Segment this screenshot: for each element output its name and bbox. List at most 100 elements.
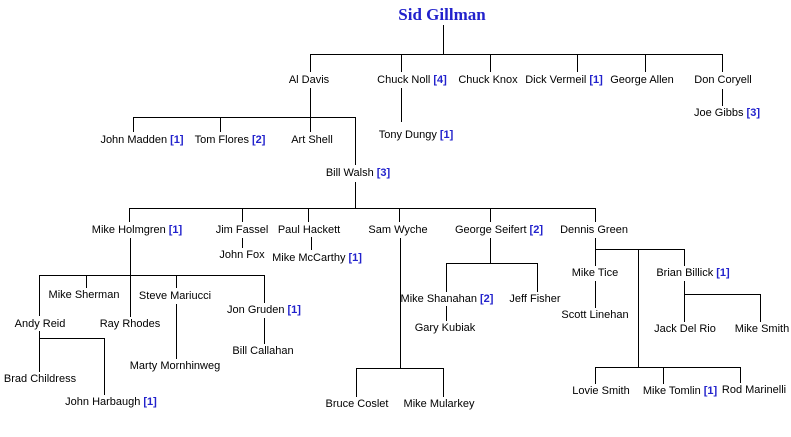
connector-line [39,275,40,316]
connector-line [176,275,177,288]
node-mike-mularkey: Mike Mularkey [404,397,475,411]
node-john-harbaugh: John Harbaugh[1] [65,395,157,409]
coach-name: Dick Vermeil [525,74,587,86]
connector-line [39,338,40,372]
connector-line [264,318,265,344]
node-steve-mariucci: Steve Mariucci [139,289,211,303]
bracket-number: [4] [433,74,447,86]
node-bruce-coslet: Bruce Coslet [326,397,389,411]
connector-line [129,208,130,222]
coach-name: John Harbaugh [65,396,141,408]
connector-line [356,368,443,369]
connector-line [355,182,356,208]
node-andy-reid: Andy Reid [15,317,66,331]
coach-name: Marty Mornhinweg [129,360,221,372]
connector-line [595,238,596,249]
connector-line [242,238,243,248]
node-mike-smith: Mike Smith [735,322,789,336]
connector-line [684,249,685,266]
connector-line [310,117,311,132]
node-john-madden: John Madden[1] [100,133,183,147]
bracket-number: [1] [170,134,184,146]
connector-line [264,275,265,303]
node-gary-kubiak: Gary Kubiak [415,321,476,335]
coach-name: Paul Hackett [277,224,341,236]
bracket-number: [1] [589,74,603,86]
coach-name: Art Shell [291,134,333,146]
connector-line [399,208,400,222]
coach-name: Andy Reid [14,318,66,330]
connector-line [595,281,596,308]
node-tom-flores: Tom Flores[2] [195,133,266,147]
coach-name: Mike Tice [571,267,619,279]
connector-line [722,54,723,72]
connector-line [220,117,221,132]
coach-name: Don Coryell [694,74,752,86]
connector-line [595,367,596,384]
coach-name: John Fox [219,249,265,261]
connector-line [86,275,87,288]
coach-name: Mike Holmgren [91,224,166,236]
node-al-davis: Al Davis [289,73,329,87]
connector-line [133,117,134,132]
coach-name: Tom Flores [194,134,249,146]
connector-line [490,208,491,222]
coach-name: Mike Smith [734,323,790,335]
bracket-number: [3] [376,167,391,179]
node-art-shell: Art Shell [291,133,333,147]
coach-name: Mike McCarthy [272,252,346,264]
connector-line [355,117,356,165]
node-george-allen: George Allen [610,73,674,87]
node-jon-gruden: Jon Gruden[1] [227,303,301,317]
connector-line [39,331,40,338]
connector-line [446,263,447,292]
connector-line [310,54,722,55]
connector-line [595,249,596,266]
coach-name: Sam Wyche [368,224,428,236]
coach-name: Jim Fassel [215,224,269,236]
bracket-number: [1] [439,129,454,141]
bracket-number: [1] [143,396,157,408]
coach-name: George Seifert [455,224,527,236]
coach-name: Bill Walsh [325,167,374,179]
bracket-number: [2] [529,224,543,236]
coach-name: Jeff Fisher [509,293,561,305]
node-mike-shanahan: Mike Shanahan[2] [401,292,494,306]
node-mike-holmgren: Mike Holmgren[1] [92,223,182,237]
coach-name: George Allen [610,74,674,86]
connector-line [577,54,578,72]
connector-line [645,54,646,72]
node-tony-dungy: Tony Dungy[1] [379,128,454,142]
node-mike-mccarthy: Mike McCarthy[1] [272,251,362,265]
coach-name: Dennis Green [560,224,628,236]
connector-line [722,89,723,106]
coach-name: Joe Gibbs [694,107,744,119]
connector-line [133,117,355,118]
node-rod-marinelli: Rod Marinelli [722,383,786,397]
bracket-number: [3] [746,107,760,119]
coach-name: Ray Rhodes [99,318,161,330]
node-chuck-knox: Chuck Knox [458,73,517,87]
coach-name: Mike Sherman [48,289,120,301]
connector-line [663,367,664,384]
connector-line [443,368,444,397]
coach-name: Lovie Smith [572,385,630,397]
coach-name: Chuck Knox [458,74,518,86]
connector-line [130,275,131,317]
coach-name: Steve Mariucci [138,290,212,302]
connector-line [400,238,401,368]
connector-line [595,367,740,368]
node-mike-sherman: Mike Sherman [49,288,120,302]
connector-line [130,238,131,275]
node-don-coryell: Don Coryell [694,73,751,87]
connector-line [443,25,444,54]
connector-line [740,367,741,383]
connector-line [310,54,311,72]
connector-line [537,263,538,292]
node-jack-del-rio: Jack Del Rio [654,322,716,336]
node-sam-wyche: Sam Wyche [368,223,427,237]
connector-line [308,208,309,222]
node-dennis-green: Dennis Green [560,223,628,237]
node-brad-childress: Brad Childress [4,372,76,386]
